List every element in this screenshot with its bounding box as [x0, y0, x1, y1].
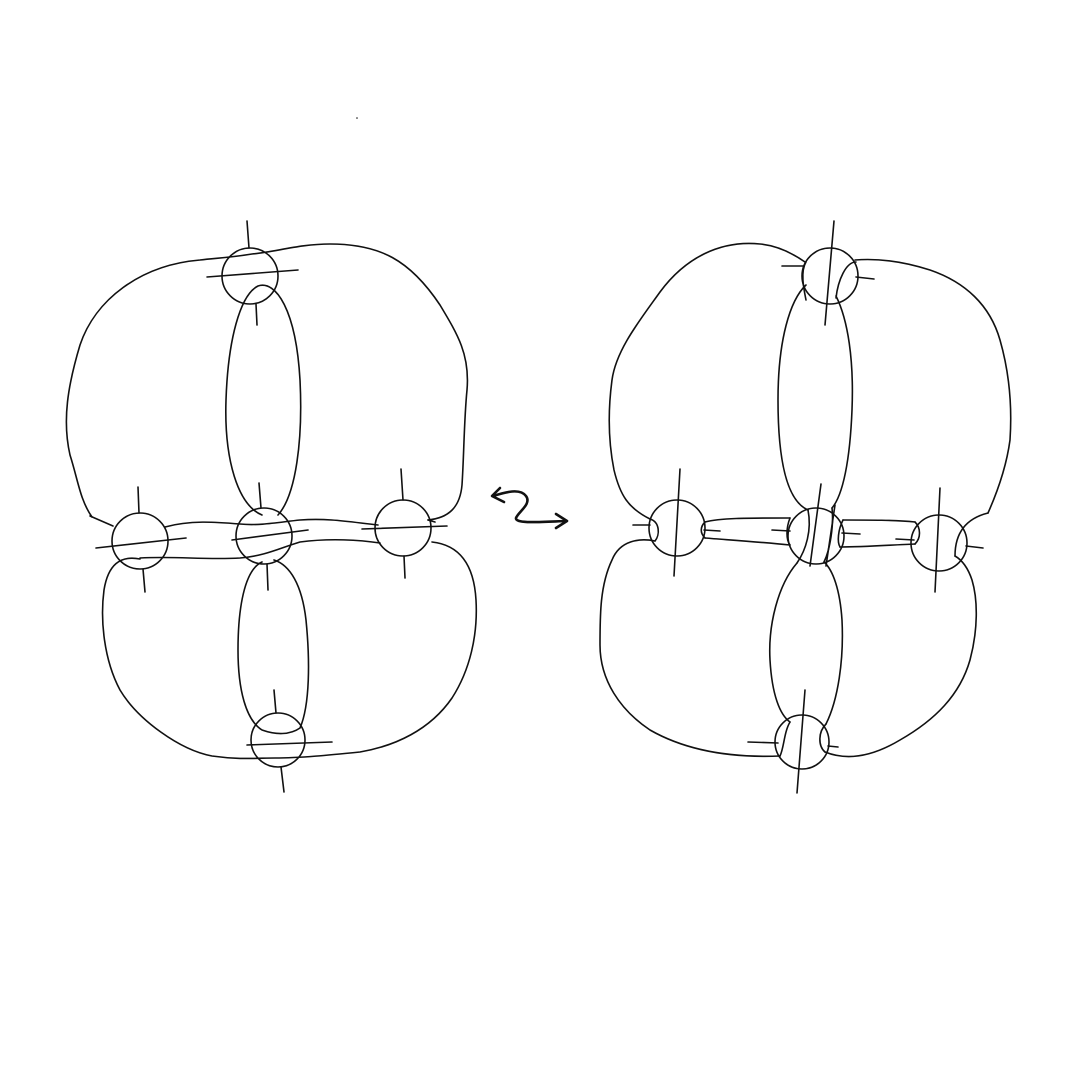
left-upper-outer-arc	[65, 243, 469, 521]
left-bar-center	[231, 529, 309, 541]
right-upper-outer-arc	[608, 242, 1012, 520]
right-hook-center-c	[796, 509, 811, 564]
left-tick-right-lower	[403, 555, 406, 579]
left-lower-inner-loop	[237, 559, 310, 735]
right-crossing-circle-left	[648, 499, 706, 557]
right-lower-inner-loop	[768, 561, 844, 725]
right-tick-bottom-right	[827, 745, 839, 748]
left-diagram	[65, 220, 478, 793]
left-bar-bottom	[246, 741, 333, 746]
right-horizontal-strand-upper	[704, 517, 916, 523]
right-tick-center-left	[771, 529, 791, 532]
right-hook-right-b	[954, 512, 989, 557]
right-tick-right-left	[895, 538, 915, 541]
right-tick-left-right	[703, 529, 721, 532]
left-bar-left	[95, 537, 187, 549]
right-hook-center-b	[837, 519, 844, 548]
right-tick-top-right	[855, 276, 875, 280]
left-tick-right-upper	[400, 468, 404, 501]
left-crossing-circle-center	[235, 507, 293, 565]
equivalence-arrow-group: 2	[490, 486, 569, 530]
left-tick-center-upper	[258, 482, 262, 509]
arrowhead-right	[554, 512, 569, 530]
right-tick-bottom-left	[747, 741, 779, 744]
right-crossing-circle-top	[801, 247, 859, 305]
right-hook-left-a	[649, 518, 660, 542]
right-tick-center-right	[841, 532, 861, 535]
right-hook-top-left	[802, 261, 807, 301]
left-tick-left-upper	[137, 486, 140, 514]
right-crossing-circle-center	[787, 507, 845, 565]
right-horizontal-strand-lower	[704, 537, 916, 548]
left-upper-inner-loop	[225, 284, 302, 516]
left-whisker-left	[89, 515, 114, 527]
left-tick-top-upper	[246, 220, 250, 249]
left-tick-top-lower	[255, 303, 258, 326]
left-tick-left-lower	[142, 568, 146, 593]
right-bar-left	[673, 468, 681, 577]
left-whisker-right	[427, 519, 436, 523]
left-horizontal-strand-upper	[164, 518, 379, 528]
stray-speck	[356, 117, 358, 119]
right-hook-right-a	[914, 521, 921, 545]
right-bar-center-a	[809, 483, 822, 567]
right-diagram	[599, 220, 1012, 794]
right-hook-center-a	[786, 517, 791, 546]
left-crossing-circle-bottom	[250, 712, 306, 768]
left-bar-top	[206, 269, 299, 278]
left-crossing-circle-left	[111, 512, 169, 570]
left-lower-outer-arc	[101, 541, 478, 760]
left-tick-bottom-upper	[273, 689, 277, 714]
right-upper-inner-loop	[777, 284, 854, 511]
left-tick-bottom-lower	[280, 766, 285, 793]
left-bar-right	[361, 525, 448, 530]
right-tick-right-right	[965, 545, 984, 549]
right-bar-top	[824, 220, 835, 326]
right-crossing-circle-bottom	[774, 714, 830, 770]
right-hook-top-right	[835, 261, 857, 299]
right-bar-right	[934, 487, 941, 593]
arrow-shaft	[491, 490, 568, 524]
left-horizontal-strand-lower	[139, 538, 381, 560]
left-tick-center-lower	[266, 563, 269, 591]
right-bar-bottom	[796, 689, 806, 794]
right-bar-center-b	[825, 504, 836, 567]
right-hook-bottom-b	[819, 723, 827, 753]
right-hook-bottom-a	[779, 721, 791, 757]
right-hook-left-b	[700, 521, 706, 539]
right-lower-outer-arc	[599, 539, 978, 758]
